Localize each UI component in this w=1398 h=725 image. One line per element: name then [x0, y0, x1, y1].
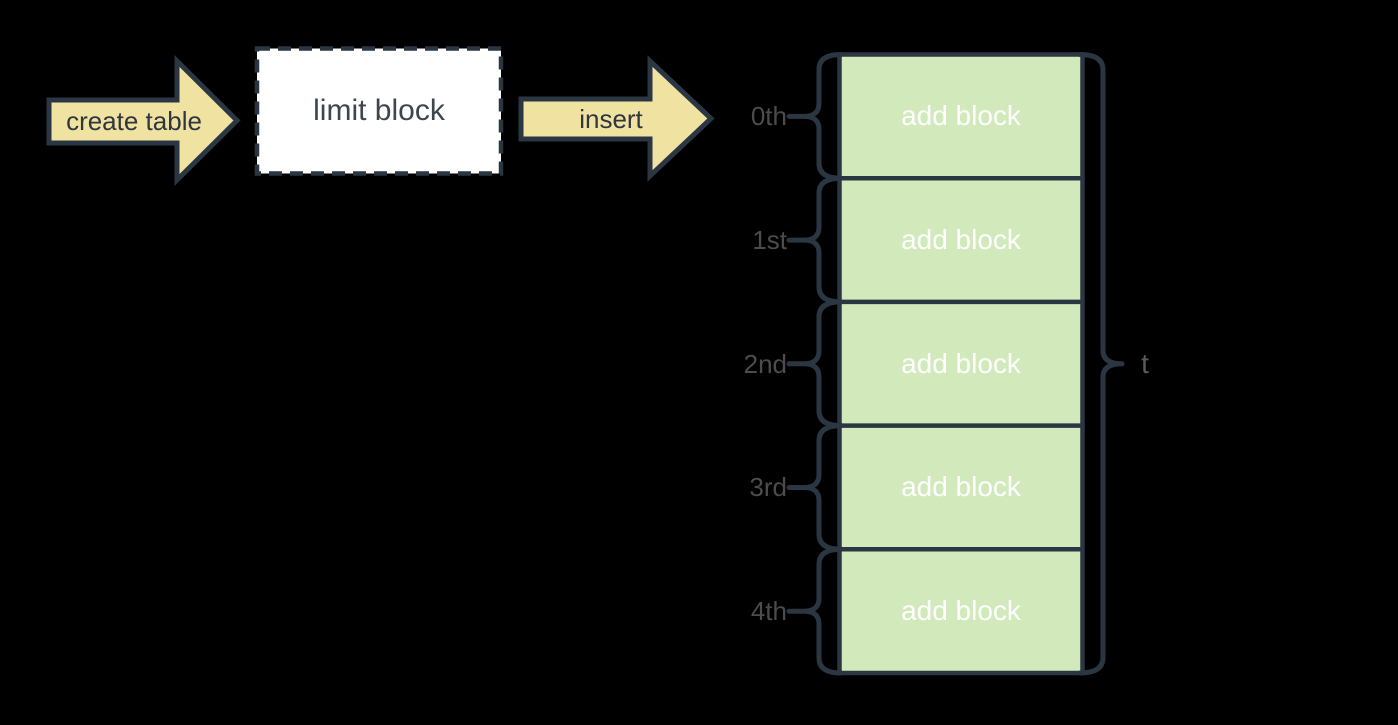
block-stack [837, 52, 1085, 676]
row-brace-4 [786, 546, 844, 676]
row-index-0: 0th [750, 100, 787, 131]
row-index-3: 3rd [749, 471, 787, 502]
block-label-3: add block [901, 471, 1021, 502]
insert-arrow [518, 55, 715, 182]
block-label-4: add block [901, 595, 1021, 626]
limit-block-label: limit block [313, 93, 445, 127]
block-label-2: add block [901, 348, 1021, 379]
block-label-1: add block [901, 224, 1021, 255]
insert-arrow-label: insert [579, 103, 643, 134]
row-index-2: 2nd [743, 348, 787, 379]
row-index-4: 4th [750, 595, 787, 626]
row-brace-3 [786, 423, 844, 552]
row-brace-1 [786, 175, 844, 305]
row-brace-2 [786, 299, 844, 429]
total-brace [1077, 52, 1125, 676]
block-label-0: add block [901, 100, 1021, 131]
row-brace-0 [786, 52, 844, 181]
total-label: t [1141, 348, 1149, 379]
create-table-arrow [46, 55, 241, 186]
limit-block-box [254, 46, 504, 176]
create-table-arrow-label: create table [66, 106, 202, 136]
row-index-1: 1st [752, 224, 787, 255]
